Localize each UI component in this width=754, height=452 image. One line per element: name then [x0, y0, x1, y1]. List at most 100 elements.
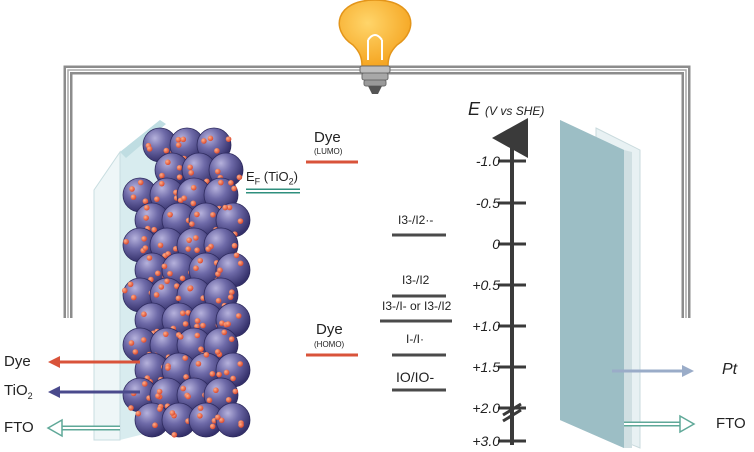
- dye-molecule: [223, 369, 230, 376]
- dye-molecule: [218, 417, 225, 424]
- dye-molecule: [216, 371, 222, 378]
- dye-molecule: [203, 351, 210, 358]
- dye-molecule: [189, 221, 195, 227]
- dye-molecule: [226, 204, 233, 211]
- dye-molecule: [179, 275, 186, 282]
- legend-fto-right: FTO: [716, 415, 746, 432]
- legend-fto-left: FTO: [4, 419, 34, 436]
- dye-molecule: [185, 309, 191, 316]
- dye-molecule: [185, 393, 191, 400]
- tio2-particle: [215, 402, 251, 438]
- energy-axis: [492, 118, 528, 445]
- axis-break: [502, 402, 522, 423]
- dye-molecule: [156, 388, 163, 395]
- dye-molecule: [165, 365, 171, 371]
- dye-molecule: [237, 260, 244, 267]
- fermi-close: ): [293, 169, 298, 184]
- dye-molecule: [221, 329, 228, 336]
- dye-molecule: [163, 147, 170, 154]
- dye-molecule: [228, 289, 235, 295]
- dye-molecule: [143, 215, 149, 221]
- legend-tio2-sub: 2: [27, 391, 33, 401]
- dye-molecule: [179, 310, 186, 316]
- dye-molecule: [132, 349, 139, 355]
- dye-molecule: [152, 422, 158, 429]
- tick-label: +3.0: [472, 433, 500, 449]
- axis-tick-labels: -1.0 -0.5 0 +0.5 +1.0 +1.5 +2.0 +3.0: [452, 0, 502, 452]
- dye-molecule: [141, 311, 147, 317]
- dye-molecule: [190, 184, 197, 191]
- dye-molecule: [176, 174, 183, 180]
- dye-molecule: [228, 180, 234, 186]
- right-legend-arrows: [612, 365, 696, 434]
- dye-homo-text: Dye: [316, 321, 343, 338]
- dye-molecule: [123, 238, 129, 245]
- dye-molecule: [169, 410, 176, 416]
- dye-molecule: [186, 237, 192, 243]
- dye-molecule: [121, 287, 128, 294]
- dye-molecule: [215, 297, 222, 304]
- dye-molecule: [227, 294, 234, 300]
- legend-pt: Pt: [722, 361, 738, 378]
- dye-molecule: [142, 198, 149, 205]
- dye-molecule: [235, 313, 242, 319]
- dye-molecule: [237, 218, 244, 224]
- dye-molecule: [198, 346, 204, 352]
- dye-molecule: [162, 331, 169, 337]
- dye-molecule: [157, 406, 163, 412]
- dye-molecule: [217, 179, 224, 186]
- dye-molecule: [176, 165, 183, 171]
- dye-molecule: [213, 387, 219, 394]
- redox-label-5: IO/IO-: [396, 369, 435, 385]
- axis-title-symbol: E: [468, 99, 481, 119]
- dye-molecule: [127, 281, 134, 288]
- legend-dye: Dye: [4, 353, 31, 370]
- dye-molecule: [200, 322, 206, 329]
- dye-molecule: [194, 211, 200, 218]
- dye-molecule: [217, 267, 223, 273]
- dye-molecule: [185, 246, 191, 252]
- dye-molecule: [142, 245, 149, 251]
- dye-molecule: [187, 285, 194, 291]
- dye-molecule: [128, 340, 135, 346]
- dye-molecule: [130, 294, 137, 301]
- dye-molecule: [183, 374, 189, 380]
- dye-molecule: [135, 410, 142, 417]
- dye-molecule: [175, 142, 182, 148]
- dye-molecule: [177, 333, 184, 340]
- tick-label: +1.0: [472, 318, 500, 334]
- dye-molecule: [159, 172, 165, 179]
- dye-molecule: [197, 257, 204, 264]
- dye-molecule: [188, 169, 194, 176]
- dye-molecule: [153, 292, 160, 298]
- dye-molecule: [195, 360, 202, 367]
- dye-molecule: [190, 200, 197, 207]
- dye-molecule: [146, 146, 153, 152]
- tick-label: 0: [492, 236, 500, 252]
- dye-molecule: [210, 211, 216, 218]
- dye-molecule: [161, 263, 168, 270]
- dye-molecule: [207, 135, 214, 142]
- dye-molecule: [128, 405, 134, 411]
- dye-molecule: [146, 255, 153, 261]
- fermi-symbol: E: [246, 169, 255, 184]
- dye-molecule: [230, 375, 236, 382]
- dye-molecule: [194, 247, 200, 253]
- dye-molecule: [225, 396, 232, 403]
- dye-molecule: [194, 318, 201, 324]
- dye-molecule: [143, 204, 150, 211]
- dye-molecule: [205, 246, 212, 252]
- dye-molecule: [194, 332, 201, 339]
- legend-tio2-text: TiO: [4, 382, 28, 399]
- light-bulb-icon: [338, 0, 412, 94]
- tick-label: +0.5: [472, 277, 500, 293]
- dye-molecule: [209, 423, 216, 430]
- dye-molecule: [141, 235, 147, 242]
- redox-label-3: I3-/I- or I3-/I2: [382, 299, 452, 313]
- redox-label-1: I3-/I2·-: [398, 213, 434, 227]
- dye-molecule: [209, 371, 216, 377]
- dye-homo-sub: (HOMO): [314, 340, 345, 349]
- dye-molecule: [130, 194, 137, 200]
- left-legend-arrows: [46, 356, 140, 438]
